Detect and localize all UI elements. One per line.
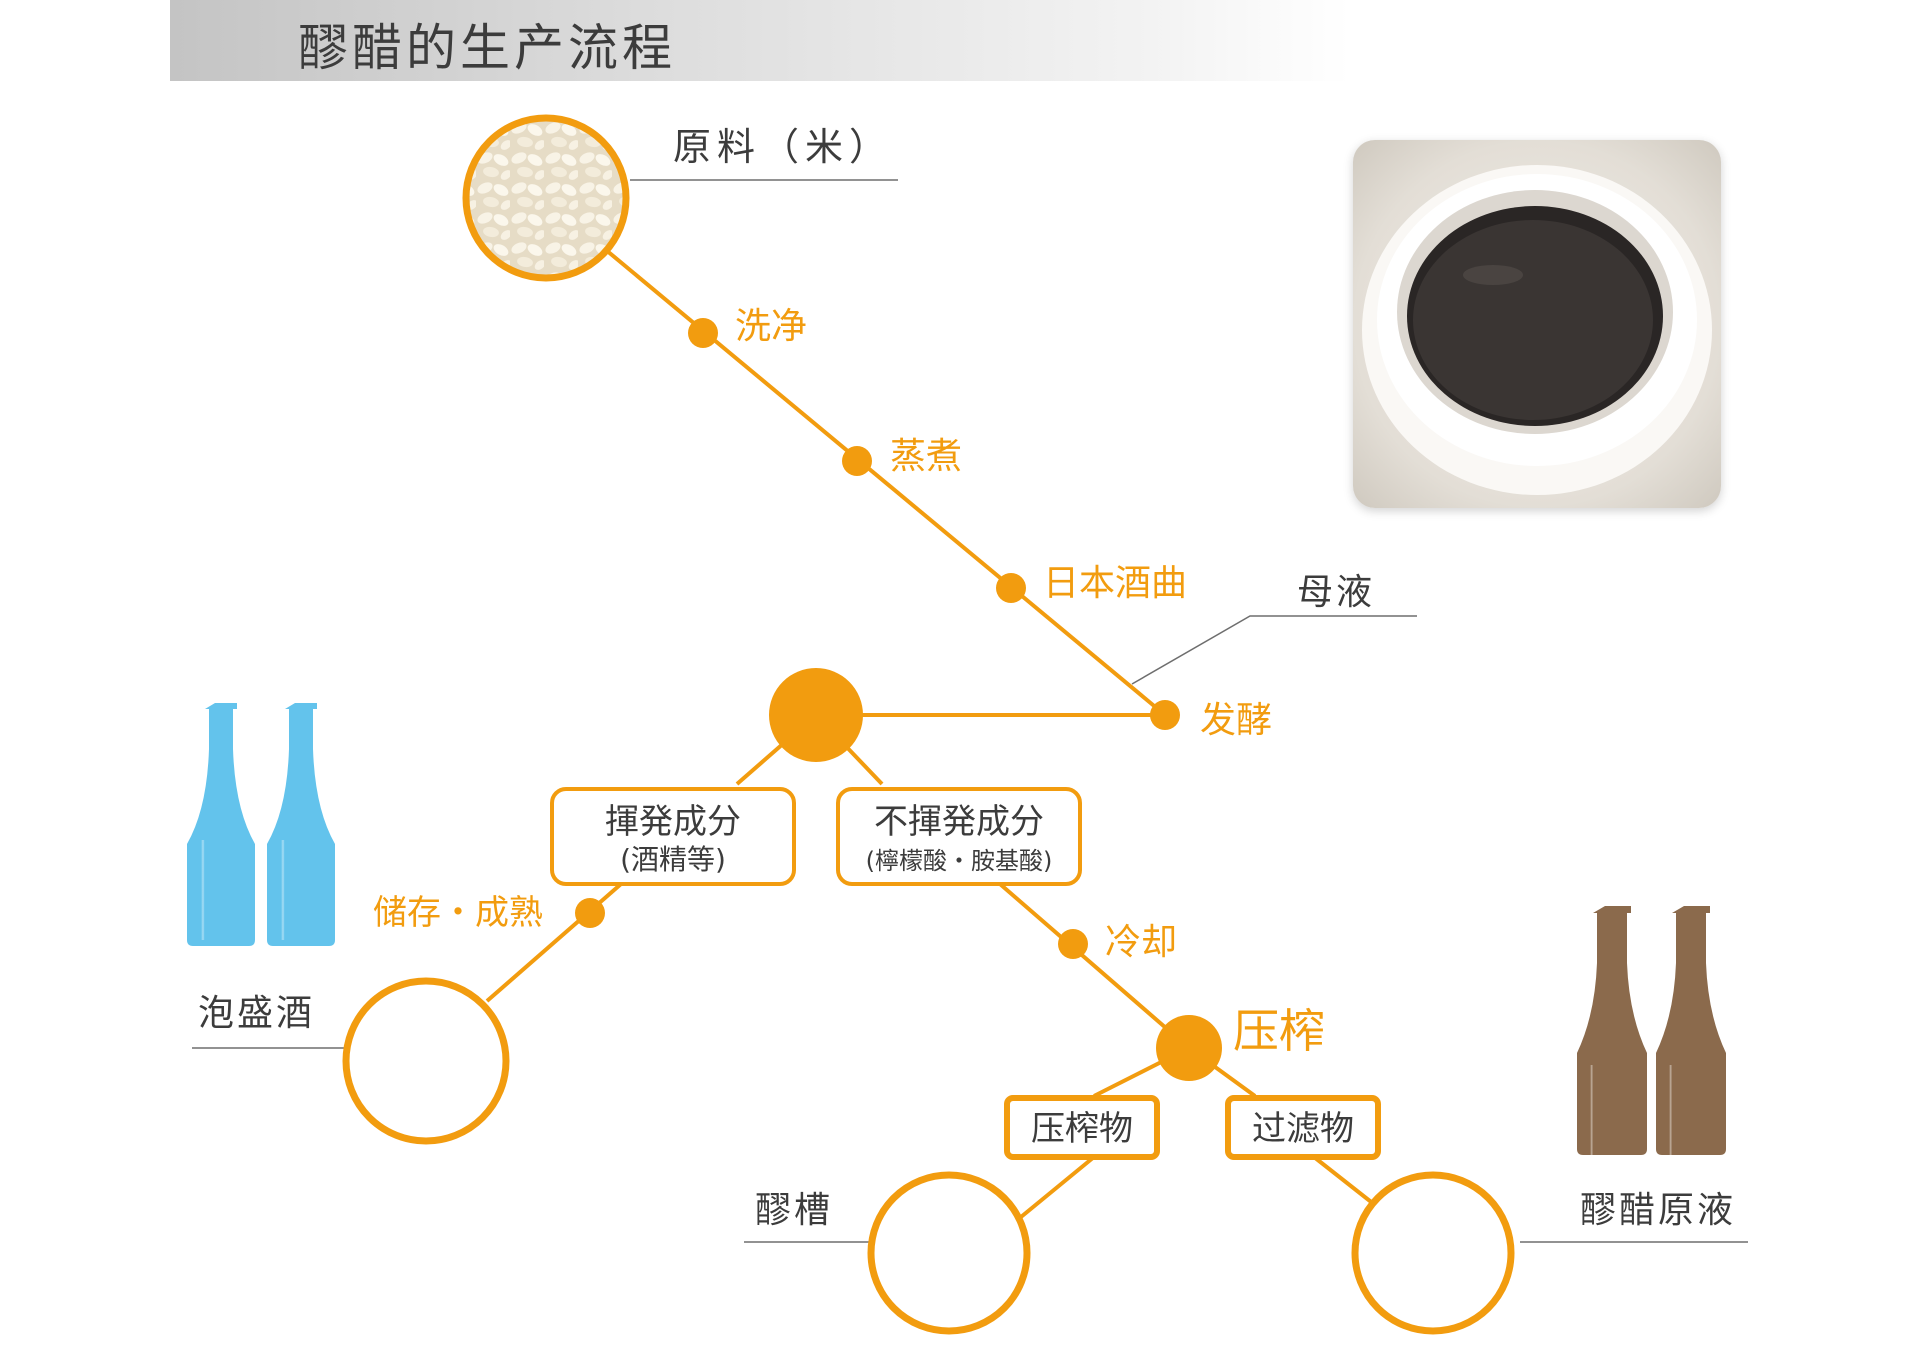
- mother-liquor-node: [769, 668, 863, 762]
- raw-material-label: 原料（米）: [673, 125, 893, 169]
- awamori-label: 泡盛酒: [198, 993, 315, 1034]
- step-ferment: 发酵: [1200, 700, 1272, 741]
- step-koji: 日本酒曲: [1043, 563, 1187, 604]
- volatile-main-label: 揮発成分: [605, 802, 741, 842]
- dot-wash: [688, 318, 718, 348]
- step-dots: [575, 318, 1180, 959]
- step-wash: 洗净: [735, 306, 807, 347]
- blue-bottle-icon: [187, 703, 255, 946]
- press-node: [1156, 1015, 1222, 1081]
- press-cake-label: 压榨物: [1031, 1109, 1133, 1149]
- rice-photo: [462, 114, 630, 282]
- awamori-circle: [342, 977, 510, 1145]
- blue-bottle-icon: [267, 703, 335, 946]
- vinegar-raw-label: 醪醋原液: [1580, 1190, 1736, 1231]
- filtrate-box: [1225, 1095, 1381, 1160]
- volatile-sub-label: (酒精等): [620, 843, 726, 876]
- nonvolatile-main-label: 不揮発成分: [874, 802, 1044, 842]
- vinegar-raw-circle: [1351, 1171, 1515, 1335]
- filtrate-label: 过滤物: [1252, 1109, 1354, 1149]
- kasu-circle: [867, 1171, 1031, 1335]
- step-press: 压榨: [1233, 1004, 1325, 1058]
- page-title: 醪醋的生产流程: [298, 19, 676, 77]
- vinegar-cup-photo: [1353, 140, 1721, 508]
- nonvolatile-sub-label: (檸檬酸・胺基酸): [866, 847, 1053, 875]
- step-cool: 冷却: [1105, 922, 1177, 963]
- step-storage: 储存・成熟: [373, 893, 543, 933]
- dot-koji: [996, 573, 1026, 603]
- mother-liquor-label: 母液: [1297, 572, 1375, 613]
- brown-bottle-icon: [1656, 906, 1726, 1165]
- step-steam: 蒸煮: [890, 436, 962, 477]
- leader-lines: [192, 179, 1748, 1243]
- nonvolatile-box: [836, 787, 1082, 886]
- brown-bottle-icon: [1577, 906, 1647, 1165]
- volatile-box: [550, 787, 796, 886]
- press-cake-box: [1004, 1095, 1160, 1160]
- dot-storage: [575, 898, 605, 928]
- title-bar: 醪醋的生产流程: [170, 0, 1350, 81]
- dot-cool: [1058, 929, 1088, 959]
- dot-steam: [842, 446, 872, 476]
- dot-ferment: [1150, 700, 1180, 730]
- kasu-label: 醪槽: [755, 1190, 833, 1231]
